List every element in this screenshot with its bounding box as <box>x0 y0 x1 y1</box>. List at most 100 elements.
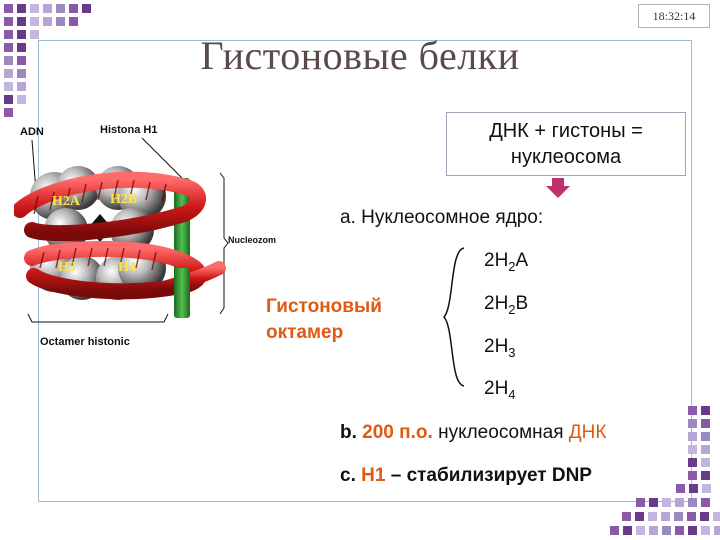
decorative-square <box>30 4 39 13</box>
octamer-line-2: октамер <box>266 322 344 343</box>
decorative-square <box>702 484 711 493</box>
formula-h4-sub: 4 <box>508 386 516 402</box>
decorative-square <box>701 419 710 428</box>
decorative-square <box>688 526 697 535</box>
decorative-square <box>30 17 39 26</box>
decorative-square <box>56 4 65 13</box>
decorative-square <box>701 471 710 480</box>
item-c-prefix: c. <box>340 465 356 486</box>
formula-h2a: 2H2A <box>484 250 528 274</box>
decorative-square <box>17 4 26 13</box>
formula-h4: 2H4 <box>484 378 516 402</box>
clock-display: 18:32:14 <box>638 4 710 28</box>
label-nucleozom: Nucleozom <box>228 235 277 245</box>
decorative-square <box>688 471 697 480</box>
decorative-square <box>636 526 645 535</box>
decorative-square <box>17 43 26 52</box>
decorative-square <box>4 30 13 39</box>
decorative-square <box>4 69 13 78</box>
formula-h3-sub: 3 <box>508 344 516 360</box>
item-c: c. H1 – стабилизирует DNP <box>340 465 592 487</box>
decorative-square <box>17 56 26 65</box>
decorative-square <box>17 69 26 78</box>
clock-text: 18:32:14 <box>652 8 696 23</box>
decorative-square <box>17 82 26 91</box>
decorative-square <box>688 498 697 507</box>
decorative-square <box>662 498 671 507</box>
decorative-square <box>30 30 39 39</box>
decorative-square <box>649 526 658 535</box>
decorative-square <box>4 4 13 13</box>
decorative-square <box>4 56 13 65</box>
decorative-square <box>69 17 78 26</box>
decorative-square <box>688 419 697 428</box>
item-a-label: a. Нуклеосомное ядро: <box>340 207 544 228</box>
decorative-square <box>675 498 684 507</box>
item-b: b. 200 п.о. нуклеосомная ДНК <box>340 422 606 444</box>
decorative-square <box>636 498 645 507</box>
decorative-square <box>17 17 26 26</box>
formula-h2a-sub: 2 <box>508 258 516 274</box>
down-arrow-icon <box>546 178 570 198</box>
formula-h2b-sub: 2 <box>508 301 516 317</box>
decorative-square <box>701 432 710 441</box>
decorative-square <box>649 498 658 507</box>
decorative-square <box>4 82 13 91</box>
decorative-square <box>56 17 65 26</box>
formula-h4-coef: 2H <box>484 378 509 399</box>
label-adn: ADN <box>20 126 44 138</box>
decorative-square <box>635 512 644 521</box>
decorative-square <box>700 512 709 521</box>
decorative-square <box>622 512 631 521</box>
formula-h2b: 2H2B <box>484 293 528 317</box>
decorative-square <box>4 95 13 104</box>
decorative-square <box>82 4 91 13</box>
label-h2a: H2A <box>52 194 80 209</box>
decorative-square <box>687 512 696 521</box>
decorative-square <box>623 526 632 535</box>
decorative-square <box>661 512 670 521</box>
item-b-end: ДНК <box>568 422 607 443</box>
octamer-line-1: Гистоновый <box>266 296 382 317</box>
equation-line-1: ДНК + гистоны = <box>489 120 643 142</box>
decorative-square <box>4 17 13 26</box>
decorative-square <box>4 108 13 117</box>
slide-title: Гистоновые белки <box>200 33 520 78</box>
label-h2b: H2B <box>110 192 138 207</box>
decorative-square <box>17 30 26 39</box>
decorative-square <box>610 526 619 535</box>
nucleosome-diagram <box>14 137 229 323</box>
decorative-square <box>701 526 710 535</box>
formula-h3-coef: 2H <box>484 336 509 357</box>
decorative-square <box>648 512 657 521</box>
formula-h2b-suffix: B <box>515 293 529 314</box>
decorative-square <box>714 526 720 535</box>
decorative-square <box>676 484 685 493</box>
decorative-square <box>688 432 697 441</box>
decorative-square <box>688 458 697 467</box>
formula-h2a-suffix: A <box>515 250 529 271</box>
decorative-square <box>689 484 698 493</box>
decorative-square <box>713 512 720 521</box>
decorative-square <box>662 526 671 535</box>
equation-line-2: нуклеосома <box>510 146 622 168</box>
decorative-square <box>17 95 26 104</box>
curly-brace <box>442 247 465 387</box>
label-histona-h1: Histona H1 <box>100 124 158 136</box>
decorative-square <box>701 498 710 507</box>
dna-histone-equation-box: ДНК + гистоны = нуклеосома <box>446 112 686 176</box>
item-b-rest: нуклеосомная <box>438 422 564 443</box>
formula-h2b-coef: 2H <box>484 293 509 314</box>
decorative-square <box>675 526 684 535</box>
label-h3: H3 <box>58 260 76 275</box>
item-c-rest: – стабилизирует DNP <box>390 465 592 486</box>
decorative-square <box>688 445 697 454</box>
decorative-square <box>674 512 683 521</box>
decorative-square <box>701 458 710 467</box>
decorative-square <box>43 17 52 26</box>
label-h4: H4 <box>118 260 136 275</box>
item-c-highlight: H1 <box>361 465 386 486</box>
label-octamer-histonic: Octamer histonic <box>40 336 130 348</box>
decorative-square <box>688 406 697 415</box>
item-b-prefix: b. <box>340 422 357 443</box>
